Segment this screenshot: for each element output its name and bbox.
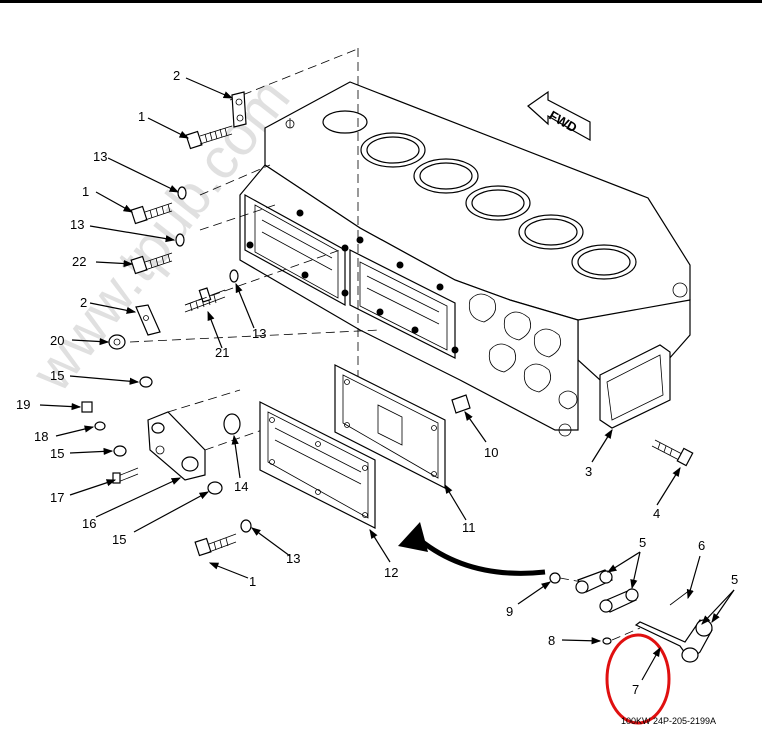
callout-8: 8 bbox=[548, 633, 555, 648]
linkage-assembly bbox=[549, 569, 713, 663]
callout-10: 10 bbox=[484, 445, 498, 460]
side-cover-left bbox=[244, 193, 349, 307]
screw-17 bbox=[112, 467, 139, 484]
washer-c bbox=[229, 269, 239, 283]
bolt-b bbox=[130, 202, 173, 225]
washer-d bbox=[240, 519, 252, 533]
leader-lines bbox=[39, 77, 735, 681]
callout-2-top: 2 bbox=[173, 68, 180, 83]
callout-5-b: 5 bbox=[731, 572, 738, 587]
bolt-4 bbox=[651, 439, 694, 467]
oring-14 bbox=[223, 413, 241, 435]
bolt-top bbox=[185, 125, 233, 150]
callout-6: 6 bbox=[698, 538, 705, 553]
callout-15-b: 15 bbox=[50, 446, 64, 461]
dowel-10 bbox=[451, 394, 471, 414]
callout-17: 17 bbox=[50, 490, 64, 505]
callout-12: 12 bbox=[384, 565, 398, 580]
regulator-assembly bbox=[147, 411, 206, 481]
callout-15-c: 15 bbox=[112, 532, 126, 547]
bolt-bottom bbox=[194, 533, 237, 557]
side-cover-right bbox=[349, 236, 459, 359]
callout-1-top: 1 bbox=[138, 109, 145, 124]
bracket-top bbox=[231, 91, 247, 128]
callout-11: 11 bbox=[462, 520, 476, 535]
callout-15-a: 15 bbox=[50, 368, 64, 383]
callout-20: 20 bbox=[50, 333, 64, 348]
bracket-mid bbox=[135, 304, 161, 336]
washer-a bbox=[177, 186, 187, 200]
callout-13-d: 13 bbox=[286, 551, 300, 566]
callout-7: 7 bbox=[632, 682, 639, 697]
engine-block bbox=[239, 81, 691, 437]
assembly-direction-arrow bbox=[398, 522, 546, 576]
callout-1-bottom: 1 bbox=[249, 574, 256, 589]
callout-9: 9 bbox=[506, 604, 513, 619]
highlight-circle bbox=[605, 633, 671, 725]
plug-15c bbox=[207, 481, 223, 495]
callout-13-c: 13 bbox=[252, 326, 266, 341]
block-side-ports bbox=[285, 118, 688, 437]
plug-15a bbox=[139, 376, 153, 388]
stud-21 bbox=[184, 287, 226, 313]
callout-16: 16 bbox=[82, 516, 96, 531]
callout-21: 21 bbox=[215, 345, 229, 360]
oring-18 bbox=[94, 421, 106, 431]
top-border-line bbox=[0, 0, 762, 3]
fitting-19 bbox=[81, 401, 93, 413]
gasket-12 bbox=[259, 401, 376, 529]
forward-direction-arrow: FWD bbox=[527, 90, 591, 142]
callout-22: 22 bbox=[72, 254, 86, 269]
callout-13-a: 13 bbox=[93, 149, 107, 164]
callout-labels: 2 1 13 1 13 22 2 20 21 13 15 19 18 15 17… bbox=[16, 68, 738, 726]
callout-18: 18 bbox=[34, 429, 48, 444]
bolt-22 bbox=[130, 252, 173, 275]
callout-1-mid: 1 bbox=[82, 184, 89, 199]
callout-3: 3 bbox=[585, 464, 592, 479]
callout-19: 19 bbox=[16, 397, 30, 412]
callout-2-mid: 2 bbox=[80, 295, 87, 310]
plug-15b bbox=[113, 445, 127, 457]
callout-14: 14 bbox=[234, 479, 248, 494]
washer-b bbox=[175, 233, 185, 247]
drawing-number: 100KW 24P-205-2199A bbox=[621, 716, 716, 726]
cylinder-bores bbox=[322, 110, 637, 280]
callout-5-a: 5 bbox=[639, 535, 646, 550]
nut-20 bbox=[108, 334, 126, 350]
callout-4: 4 bbox=[653, 506, 660, 521]
callout-13-b: 13 bbox=[70, 217, 84, 232]
front-cover-plate bbox=[599, 344, 671, 429]
